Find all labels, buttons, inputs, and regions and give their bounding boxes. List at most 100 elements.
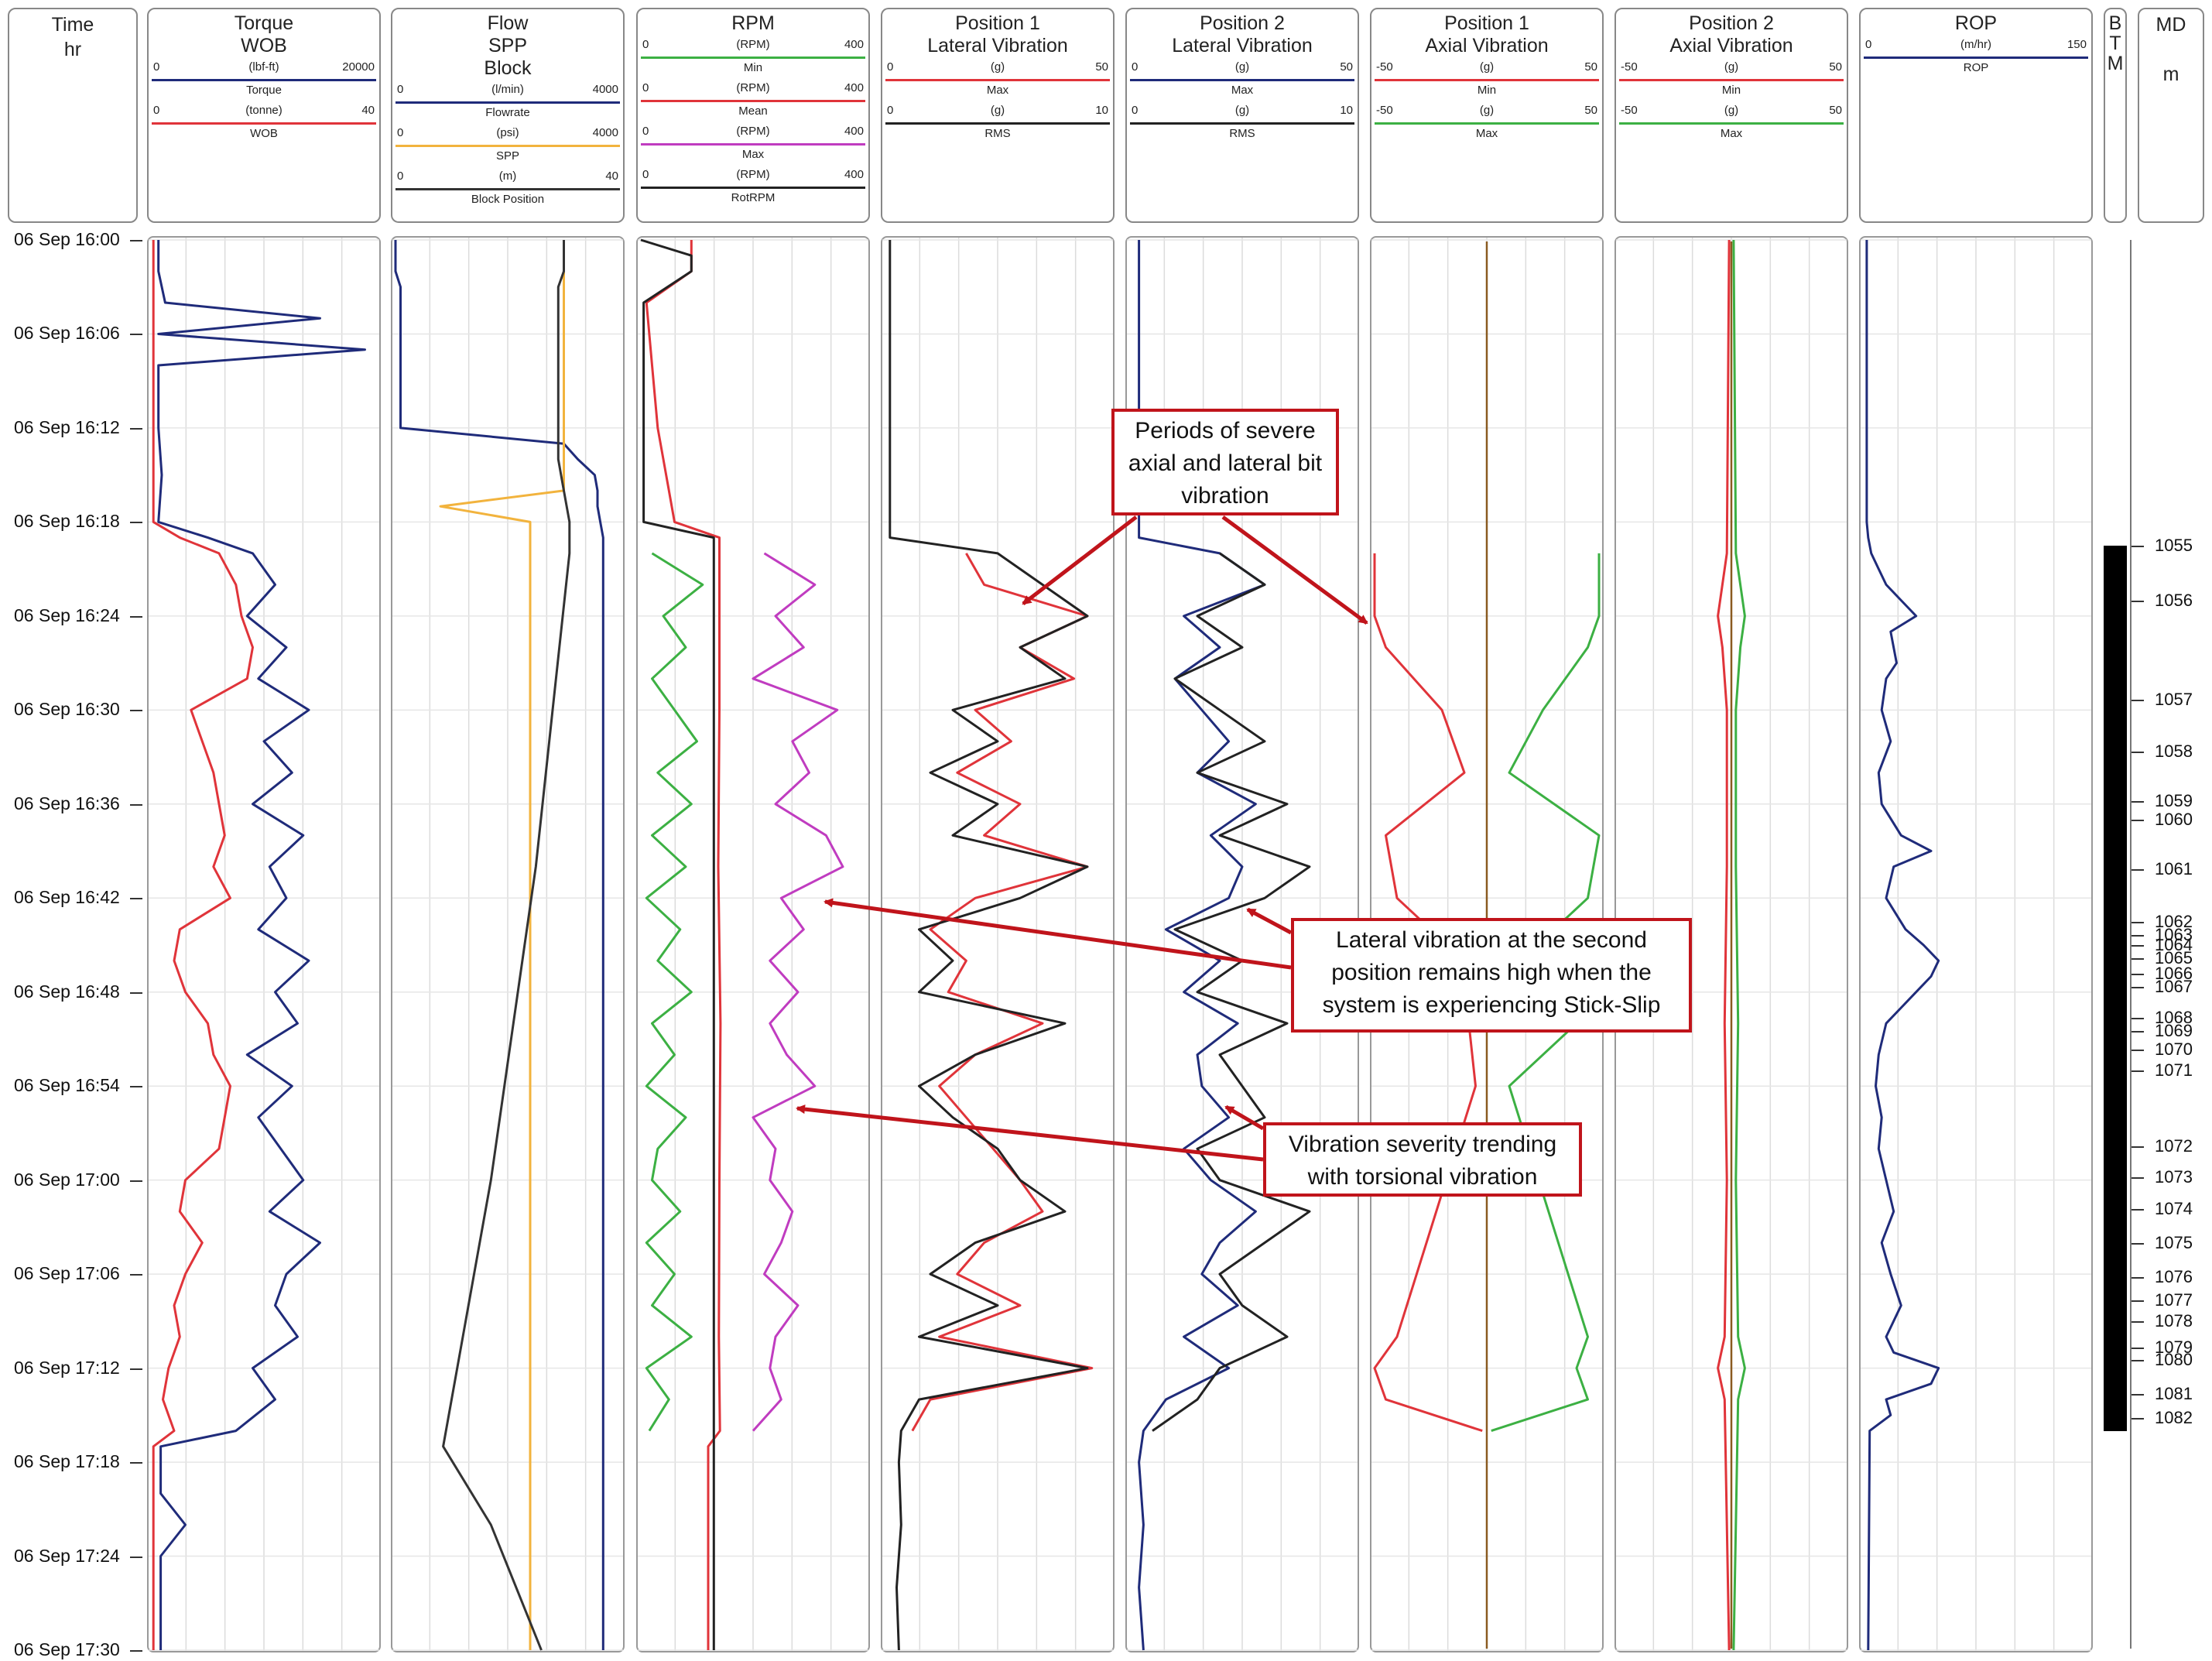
md-depth-tick xyxy=(2130,1208,2144,1211)
scale-name: Max xyxy=(1475,127,1498,140)
series-pos2_axial-max xyxy=(1732,239,1746,1651)
md-depth-label: 1059 xyxy=(2155,791,2193,811)
scale-name: Max xyxy=(1720,127,1743,140)
scale-line xyxy=(641,57,865,59)
md-depth-label: 1079 xyxy=(2155,1337,2193,1357)
track-title: Position 1 Axial Vibration xyxy=(1425,12,1549,57)
md-depth-tick xyxy=(2130,699,2144,701)
scale-max: 400 xyxy=(844,168,864,181)
time-tick-label: 06 Sep 16:48 xyxy=(14,981,120,1002)
scale-max: 50 xyxy=(1584,104,1597,117)
md-depth-label: 1076 xyxy=(2155,1266,2193,1286)
scale-line xyxy=(395,101,620,104)
md-depth-label: 1075 xyxy=(2155,1232,2193,1252)
scale-line xyxy=(152,79,376,81)
series-pos2_axial-min xyxy=(1717,239,1731,1651)
scale-line xyxy=(641,100,865,102)
scale-max: 50 xyxy=(1829,104,1842,117)
scale-unit: (RPM) xyxy=(736,81,770,94)
scale-name: Min xyxy=(1477,84,1497,97)
scale-max: 400 xyxy=(844,125,864,138)
scale-unit: (m) xyxy=(498,170,517,183)
series-pos1_lat-max xyxy=(911,553,1094,1432)
scale-line xyxy=(641,143,865,146)
scale-unit: (lbf-ft) xyxy=(248,60,279,74)
series-flow_spp_block-flowrate xyxy=(394,240,604,1650)
scale-max: 400 xyxy=(844,81,864,94)
md-depth-tick xyxy=(2130,1394,2144,1396)
series-torque_wob-wob xyxy=(152,240,254,1650)
time-tick xyxy=(130,803,142,806)
scale-name: Torque xyxy=(246,84,282,97)
time-tick-label: 06 Sep 17:12 xyxy=(14,1357,120,1378)
time-tick-label: 06 Sep 17:24 xyxy=(14,1545,120,1566)
arrow-severe-axial xyxy=(1221,515,1368,625)
md-depth-label: 1069 xyxy=(2155,1021,2193,1041)
scale-unit: (RPM) xyxy=(736,38,770,51)
time-tick-label: 06 Sep 17:00 xyxy=(14,1169,120,1190)
scale-line xyxy=(1375,122,1599,125)
btm-column-header: B T M xyxy=(2104,8,2127,223)
time-tick xyxy=(130,615,142,618)
track-plot-torque_wob xyxy=(149,238,379,1651)
scale-line xyxy=(641,187,865,189)
md-depth-tick xyxy=(2130,1018,2144,1020)
series-rop-rop xyxy=(1865,240,1940,1651)
md-depth-tick xyxy=(2130,934,2144,937)
scale-max: 150 xyxy=(2066,38,2087,51)
on-bottom-bar xyxy=(2104,545,2127,1431)
scale-name: Min xyxy=(743,61,763,74)
track-plot-rop xyxy=(1861,238,2091,1651)
time-column-title: Time xyxy=(51,14,94,36)
track-title: RPM xyxy=(731,12,775,34)
scale-max: 4000 xyxy=(592,83,618,96)
scale-max: 50 xyxy=(1095,60,1108,74)
md-depth-tick xyxy=(2130,1049,2144,1051)
time-tick-label: 06 Sep 16:00 xyxy=(14,229,120,249)
scale-line xyxy=(1375,79,1599,81)
scale-min: 0 xyxy=(887,60,894,74)
scale-name: RotRPM xyxy=(731,191,776,204)
callout-severe-vibration: Periods of severe axial and lateral bit … xyxy=(1111,409,1339,515)
md-depth-tick xyxy=(2130,600,2144,602)
scale-min: 0 xyxy=(887,104,894,117)
scale-max: 400 xyxy=(844,38,864,51)
md-depth-tick xyxy=(2130,545,2144,547)
md-depth-label: 1082 xyxy=(2155,1407,2193,1427)
md-depth-label: 1058 xyxy=(2155,741,2193,762)
time-tick-label: 06 Sep 16:54 xyxy=(14,1075,120,1096)
time-tick-label: 06 Sep 17:06 xyxy=(14,1263,120,1284)
scale-line xyxy=(1619,122,1844,125)
scale-max: 40 xyxy=(605,170,618,183)
btm-letter-m: M xyxy=(2107,53,2124,74)
track-title: Position 2 Lateral Vibration xyxy=(1172,12,1313,57)
time-tick-label: 06 Sep 16:18 xyxy=(14,511,120,532)
scale-unit: (tonne) xyxy=(245,104,282,117)
time-tick-label: 06 Sep 17:18 xyxy=(14,1451,120,1472)
scale-min: 0 xyxy=(1132,104,1139,117)
series-rpm-rotrpm xyxy=(640,238,715,1650)
time-tick xyxy=(130,1462,142,1464)
scale-max: 50 xyxy=(1340,60,1353,74)
track-title: Position 2 Axial Vibration xyxy=(1669,12,1793,57)
series-rpm-mean xyxy=(645,240,722,1650)
md-depth-tick xyxy=(2130,986,2144,988)
md-depth-tick xyxy=(2130,1146,2144,1148)
md-depth-tick xyxy=(2130,1300,2144,1302)
time-tick-label: 06 Sep 16:24 xyxy=(14,604,120,625)
scale-name: Mean xyxy=(738,104,768,118)
scale-min: -50 xyxy=(1376,60,1393,74)
md-depth-tick xyxy=(2130,820,2144,822)
md-depth-tick xyxy=(2130,1177,2144,1180)
